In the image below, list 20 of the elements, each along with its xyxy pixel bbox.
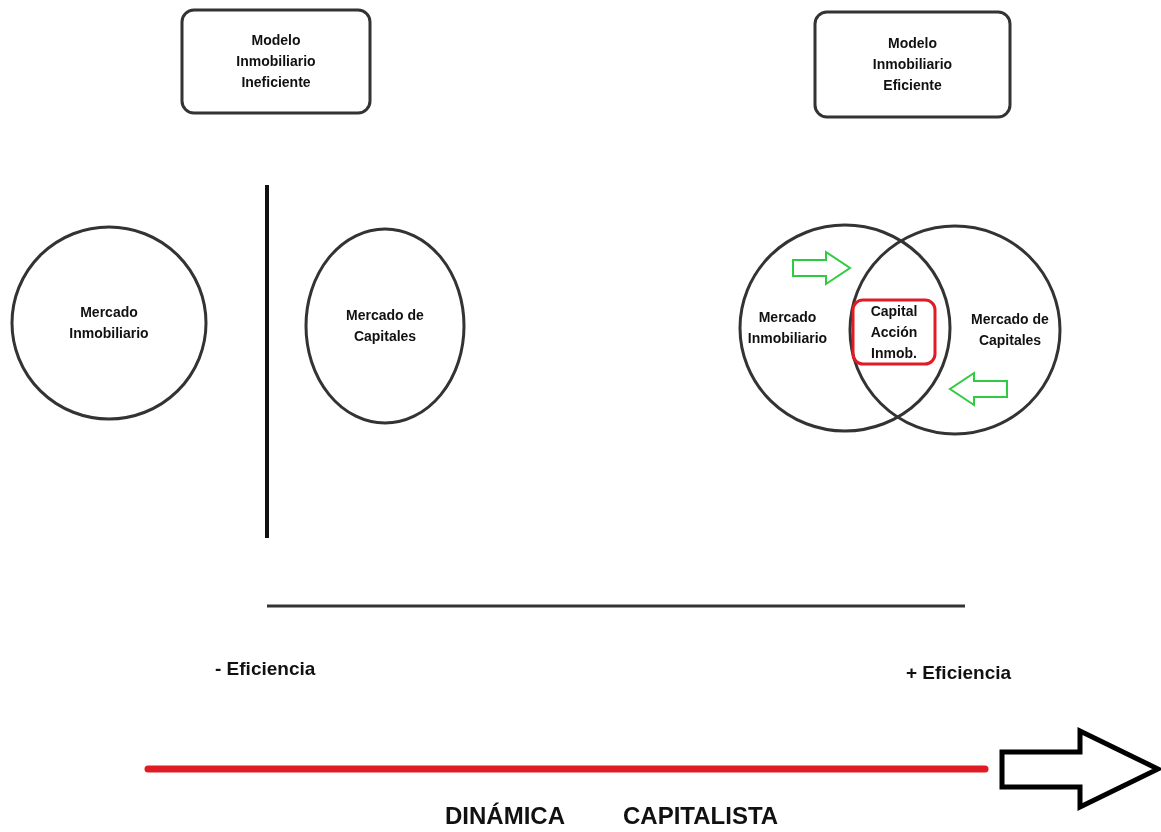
rounded-box — [182, 10, 370, 113]
node-label: Mercado de Capitales — [345, 306, 425, 346]
node-label: Mercado Inmobiliario — [68, 303, 150, 343]
circle — [12, 227, 206, 419]
node-label: Mercado Inmobiliario — [746, 308, 829, 348]
node-label: Modelo Inmobiliario Eficiente — [871, 34, 954, 95]
highlight-box — [853, 300, 935, 364]
scale-label: - Eficiencia — [215, 658, 316, 680]
rounded-box — [815, 12, 1010, 117]
axis-title: CAPITALISTA — [623, 802, 779, 830]
node-label: Mercado de Capitales — [970, 310, 1050, 350]
node-label: Capital Acción Inmob. — [869, 301, 919, 363]
circle — [306, 229, 464, 423]
node-label: Modelo Inmobiliario Ineficiente — [235, 31, 317, 92]
axis-title: DINÁMICA — [445, 802, 565, 830]
circle — [740, 225, 950, 431]
block-arrow — [792, 250, 852, 286]
block-arrow — [948, 371, 1008, 407]
scale-label: + Eficiencia — [906, 662, 1012, 684]
circle — [850, 226, 1060, 434]
